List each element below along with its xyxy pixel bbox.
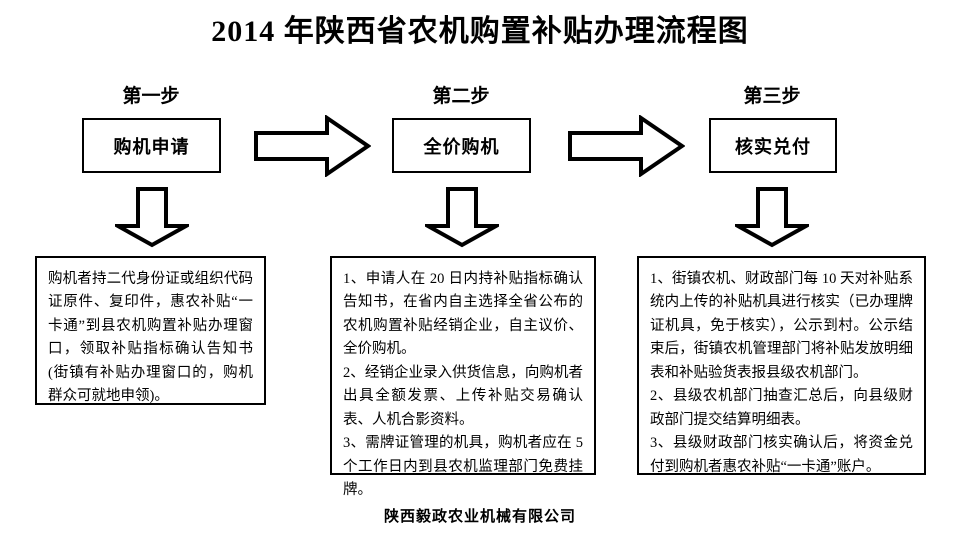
detail-paragraph: 购机者持二代身份证或组织代码证原件、复印件，惠农补贴“一卡通”到县农机购置补贴办…	[48, 271, 253, 405]
detail-paragraph: 1、街镇农机、财政部门每 10 天对补贴系统内上传的补贴机具进行核实（已办理牌证…	[650, 271, 913, 381]
step-caption-1: 第一步	[122, 86, 180, 107]
footer-company-name: 陕西毅政农业机械有限公司	[383, 508, 576, 525]
stage-box-verify-payment: 核实兑付	[709, 118, 837, 173]
arrow-down-icon	[735, 186, 809, 248]
stage-box-application: 购机申请	[82, 118, 221, 173]
step-caption-3: 第三步	[743, 86, 801, 107]
step-caption-2: 第二步	[432, 86, 490, 107]
detail-paragraph: 2、经销企业录入供货信息，向购机者出具全额发票、上传补贴交易确认表、人机合影资料…	[343, 364, 583, 428]
page-title: 2014 年陕西省农机购置补贴办理流程图	[211, 15, 749, 48]
detail-paragraph: 3、县级财政部门核实确认后，将资金兑付到购机者惠农补贴“一卡通”账户。	[650, 435, 913, 475]
arrow-down-icon	[115, 186, 189, 248]
arrow-down-icon	[425, 186, 499, 248]
arrow-right-icon	[253, 115, 371, 177]
arrow-right-icon	[567, 115, 685, 177]
detail-box-step-3: 1、街镇农机、财政部门每 10 天对补贴系统内上传的补贴机具进行核实（已办理牌证…	[637, 256, 926, 475]
detail-paragraph: 3、需牌证管理的机具，购机者应在 5 个工作日内到县农机监理部门免费挂牌。	[343, 435, 583, 499]
detail-box-step-2: 1、申请人在 20 日内持补贴指标确认告知书，在省内自主选择全省公布的农机购置补…	[330, 256, 596, 498]
stage-box-full-price-purchase: 全价购机	[392, 118, 531, 173]
detail-paragraph: 1、申请人在 20 日内持补贴指标确认告知书，在省内自主选择全省公布的农机购置补…	[343, 271, 583, 358]
detail-paragraph: 2、县级农机部门抽查汇总后，向县级财政部门提交结算明细表。	[650, 388, 913, 428]
detail-box-step-1: 购机者持二代身份证或组织代码证原件、复印件，惠农补贴“一卡通”到县农机购置补贴办…	[35, 256, 266, 405]
